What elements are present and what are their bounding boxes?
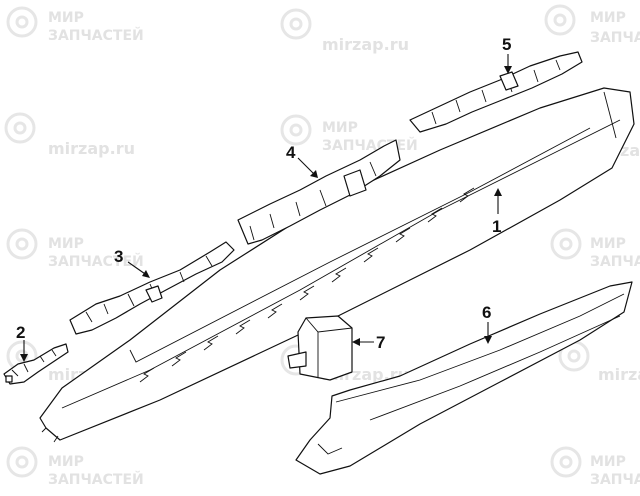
callout-1: 1 (492, 188, 502, 236)
callout-label-7: 7 (376, 333, 385, 352)
leader-arrow (494, 188, 502, 196)
watermark-brand-line1: МИР (48, 454, 84, 470)
callout-label-4: 4 (286, 143, 296, 162)
leader-arrow (20, 354, 28, 362)
leader-arrow (504, 66, 512, 74)
watermark-logo: МИР ЗАПЧАСТЕЙ (6, 446, 144, 488)
watermark-logo: МИР ЗАПЧАСТЕЙ (6, 6, 144, 44)
watermark-domain: mirzap.ru (598, 365, 640, 384)
watermark-logo: mirzap.ru (280, 8, 409, 54)
part-3-bracket (69, 241, 235, 335)
watermark-brand-line1: МИР (590, 454, 626, 470)
watermark-brand-line1: МИР (48, 236, 84, 252)
part-6-lower-trim (295, 281, 633, 475)
watermark-brand-line1: МИР (322, 120, 358, 136)
leader-arrow (352, 338, 360, 346)
watermark-brand-line2: ЗАПЧАСТЕЙ (322, 137, 418, 154)
watermark-brand-line2: ЗАПЧАСТЕЙ (590, 253, 640, 270)
callout-label-6: 6 (482, 303, 491, 322)
watermark-brand-line1: МИР (48, 10, 84, 26)
watermark-domain: mirzap.ru (322, 35, 409, 54)
watermark-brand-line2: ЗАПЧАСТЕЙ (48, 27, 144, 44)
part-2-bracket (3, 343, 69, 385)
watermark-logo: МИР ЗАПЧАСТЕЙ (6, 228, 144, 270)
watermark-brand-line2: ЗАПЧАСТЕЙ (48, 471, 144, 488)
callout-4: 4 (286, 143, 318, 178)
callout-label-1: 1 (492, 217, 501, 236)
callout-7: 7 (352, 333, 385, 352)
watermark-brand-line1: МИР (590, 236, 626, 252)
callout-5: 5 (502, 35, 512, 74)
leader-arrow (310, 170, 318, 178)
watermark-brand-line1: МИР (590, 10, 626, 26)
watermark-logo: МИР ЗАПЧАСТЕЙ (544, 4, 640, 46)
watermark-logo: mirzap.ru (558, 340, 640, 384)
callout-label-3: 3 (114, 247, 123, 266)
watermark-brand-line2: ЗАПЧАСТЕЙ (590, 29, 640, 46)
callout-6: 6 (482, 303, 492, 344)
callout-3: 3 (114, 247, 150, 278)
watermark-brand-line2: ЗАПЧАСТЕЙ (590, 471, 640, 488)
watermark-logo: МИР ЗАПЧАСТЕЙ (550, 228, 640, 270)
leader-arrow (484, 336, 492, 344)
part-5-bracket (409, 51, 583, 133)
callout-2: 2 (16, 323, 28, 362)
part-4-bracket (237, 139, 401, 245)
part-1-rocker-moulding (39, 87, 635, 443)
callout-label-5: 5 (502, 35, 511, 54)
leader-arrow (142, 270, 150, 278)
watermark-logo: mirzap.ru (4, 112, 135, 158)
watermark-brand-line2: ЗАПЧАСТЕЙ (48, 253, 144, 270)
part-7-module (287, 315, 353, 381)
callout-label-2: 2 (16, 323, 25, 342)
watermark-domain: mirzap.ru (48, 139, 135, 158)
watermark-logo: МИР ЗАПЧАСТЕЙ (550, 446, 640, 488)
